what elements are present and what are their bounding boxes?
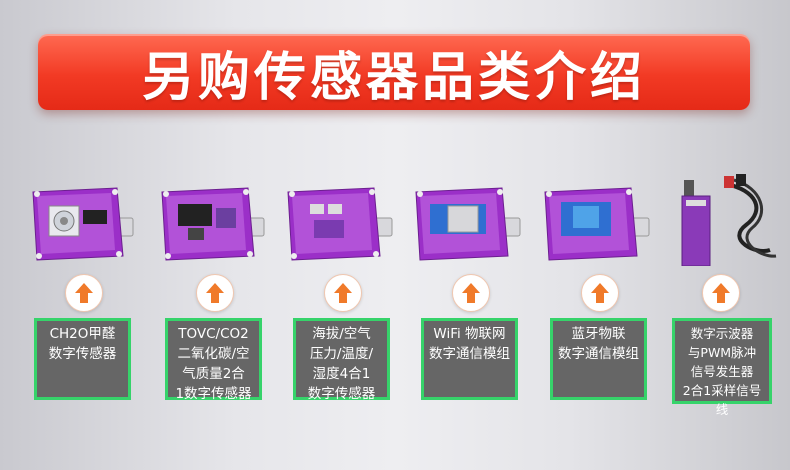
banner-title: 另购传感器品类介绍 <box>141 47 646 108</box>
product-card-co2[interactable]: TOVC/CO2 二氧化碳/空 气质量2合 1数字传感器 <box>158 170 270 470</box>
product-card-wifi[interactable]: WiFi 物联网 数字通信模组 <box>414 170 526 470</box>
arrow-up-icon <box>452 274 490 312</box>
probe-cable-image <box>681 174 777 266</box>
product-label: CH2O甲醛 数字传感器 <box>48 326 117 362</box>
product-card-env[interactable]: 海拔/空气 压力/温度/ 湿度4合1 数字传感器 <box>286 170 398 470</box>
ch2o-sensor-board-image <box>32 187 134 261</box>
product-label: 蓝牙物联 数字通信模组 <box>558 326 639 362</box>
arrow-up-icon <box>324 274 362 312</box>
title-banner: 另购传感器品类介绍 <box>38 34 750 110</box>
co2-sensor-board-image <box>161 187 265 261</box>
bluetooth-module-board-image <box>544 187 650 261</box>
wifi-module-board-image <box>415 187 521 261</box>
arrow-up-icon <box>196 274 234 312</box>
product-label: TOVC/CO2 二氧化碳/空 气质量2合 1数字传感器 <box>175 326 252 402</box>
product-label-box: TOVC/CO2 二氧化碳/空 气质量2合 1数字传感器 <box>165 318 262 402</box>
arrow-up-icon <box>65 274 103 312</box>
product-card-probe[interactable]: 数字示波器 与PWM脉冲 信号发生器 2合1采样信号线 <box>666 170 778 470</box>
env-sensor-board-image <box>287 187 393 261</box>
product-card-bluetooth[interactable]: 蓝牙物联 数字通信模组 <box>543 170 655 470</box>
product-label: 数字示波器 与PWM脉冲 信号发生器 2合1采样信号线 <box>682 326 762 417</box>
product-label-box: CH2O甲醛 数字传感器 <box>34 318 131 400</box>
product-label: WiFi 物联网 数字通信模组 <box>429 326 510 362</box>
product-label-box: 蓝牙物联 数字通信模组 <box>550 318 647 400</box>
product-label: 海拔/空气 压力/温度/ 湿度4合1 数字传感器 <box>307 326 376 402</box>
product-label-box: 数字示波器 与PWM脉冲 信号发生器 2合1采样信号线 <box>672 318 772 417</box>
arrow-up-icon <box>581 274 619 312</box>
arrow-up-icon <box>702 274 740 312</box>
product-label-box: WiFi 物联网 数字通信模组 <box>421 318 518 400</box>
product-card-ch2o[interactable]: CH2O甲醛 数字传感器 <box>27 170 139 470</box>
product-label-box: 海拔/空气 压力/温度/ 湿度4合1 数字传感器 <box>293 318 390 402</box>
